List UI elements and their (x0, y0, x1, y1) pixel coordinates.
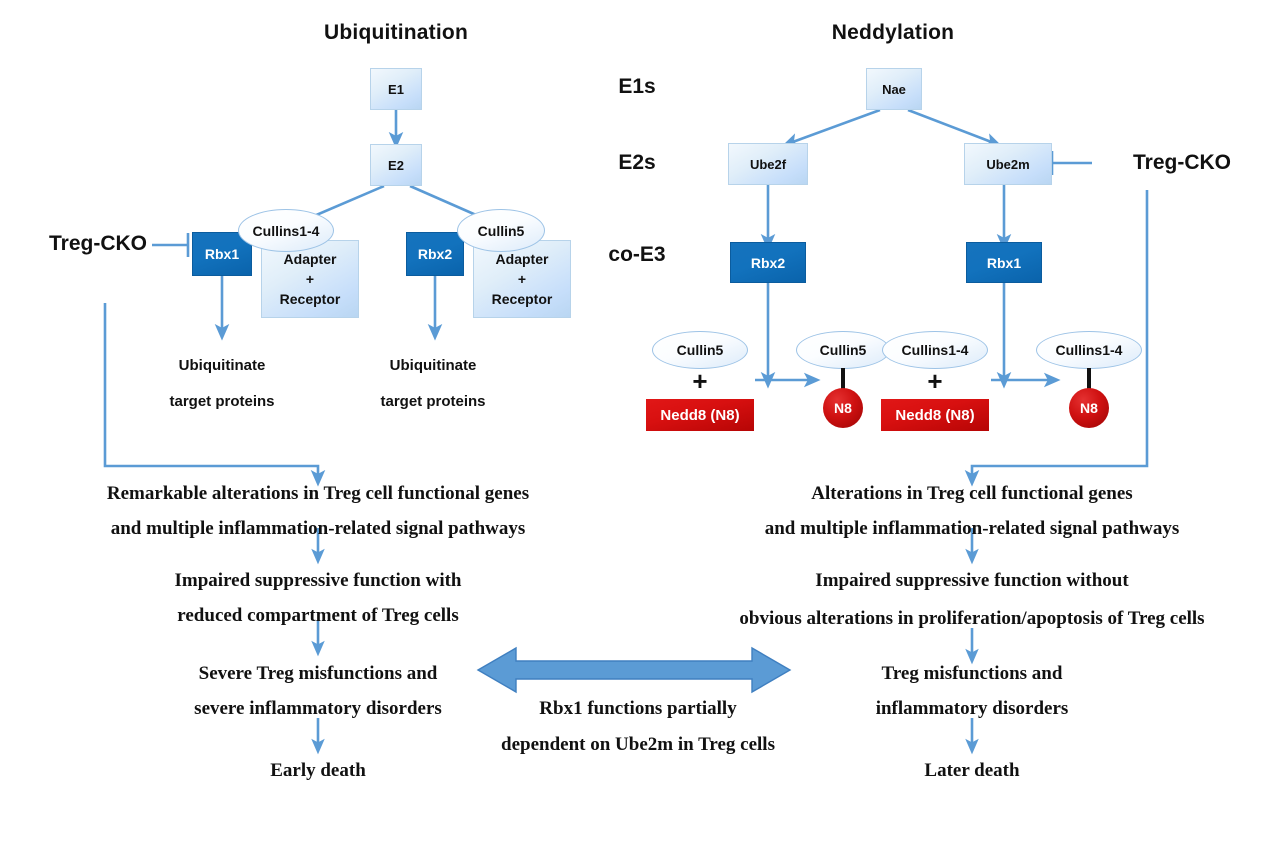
box-e2: E2 (370, 144, 422, 186)
inhibition-right (1050, 151, 1092, 175)
ellipse-cullins1-4-substrate: Cullins1-4 (882, 331, 988, 369)
adapter-label-left: Adapter (283, 250, 337, 267)
box-nedd8-left: Nedd8 (N8) (646, 399, 754, 431)
ellipse-cullins1-4-ubiquitination: Cullins1-4 (238, 209, 334, 252)
ubiquitinate-line2-right: target proteins (380, 393, 486, 410)
circle-n8-right: N8 (1069, 388, 1109, 428)
plus-sign-right: + (927, 366, 943, 396)
right-outcome-step3-line1: Treg misfunctions and (881, 663, 1063, 684)
right-outcome-step1-line1: Alterations in Treg cell functional gene… (811, 483, 1133, 504)
plus-sign-left: + (692, 366, 708, 396)
left-outcome-step3-line1: Severe Treg misfunctions and (198, 663, 438, 684)
bridge-caption-line1: Rbx1 functions partially (539, 698, 737, 719)
stage-label-co-e3: co-E3 (608, 243, 666, 266)
box-adapter-receptor-right: Adapter + Receptor (473, 240, 571, 318)
ellipse-cullin5-ubiquitination: Cullin5 (457, 209, 545, 252)
adapter-plus-right: + (517, 270, 527, 287)
ellipse-cullin5-substrate: Cullin5 (652, 331, 748, 369)
left-outcome-step3-line2: severe inflammatory disorders (194, 698, 442, 719)
page-title-ubiquitination: Ubiquitination (324, 21, 468, 44)
bond-stem-right (1087, 368, 1091, 394)
stage-label-e1s: E1s (618, 75, 656, 98)
arrow-nae-to-ube2m (907, 108, 1003, 147)
elbow-left-to-outcomes (103, 303, 326, 487)
inhibition-left (152, 233, 190, 257)
left-outcome-step1-line2: and multiple inflammation-related signal… (110, 518, 526, 539)
bridge-caption-line2: dependent on Ube2m in Treg cells (501, 734, 775, 755)
bond-stem-left (841, 368, 845, 394)
left-outcome-step2-line2: reduced compartment of Treg cells (177, 605, 459, 626)
right-outcome-step4: Later death (924, 760, 1020, 781)
box-e1: E1 (370, 68, 422, 110)
receptor-label-left: Receptor (279, 291, 341, 308)
right-outcome-step2-line2: obvious alterations in proliferation/apo… (739, 608, 1205, 629)
circle-n8-left: N8 (823, 388, 863, 428)
box-rbx2-neddylation: Rbx2 (730, 242, 806, 283)
adapter-label-right: Adapter (495, 250, 549, 267)
ubiquitinate-line2-left: target proteins (169, 393, 275, 410)
ellipse-cullin5-product: Cullin5 (796, 331, 890, 369)
ubiquitinate-line1-right: Ubiquitinate (389, 357, 477, 374)
right-outcome-step1-line2: and multiple inflammation-related signal… (764, 518, 1180, 539)
arrow-nae-to-ube2f (781, 108, 881, 148)
receptor-label-right: Receptor (491, 291, 553, 308)
box-nae: Nae (866, 68, 922, 110)
page-title-neddylation: Neddylation (831, 21, 955, 44)
stage-label-e2s: E2s (618, 151, 656, 174)
left-outcome-step1-line1: Remarkable alterations in Treg cell func… (106, 483, 530, 504)
left-outcome-step2-line1: Impaired suppressive function with (174, 570, 462, 591)
box-ube2f: Ube2f (728, 143, 808, 185)
box-rbx2-ubiquitination: Rbx2 (406, 232, 464, 276)
right-outcome-step3-line2: inflammatory disorders (875, 698, 1069, 719)
ubiquitinate-line1-left: Ubiquitinate (178, 357, 266, 374)
box-ube2m: Ube2m (964, 143, 1052, 185)
adapter-plus-left: + (305, 270, 315, 287)
treg-cko-label-left: Treg-CKO (48, 232, 148, 255)
bidirectional-bridge-arrow (476, 646, 792, 694)
box-adapter-receptor-left: Adapter + Receptor (261, 240, 359, 318)
ellipse-cullins1-4-product: Cullins1-4 (1036, 331, 1142, 369)
treg-cko-label-right: Treg-CKO (1132, 151, 1232, 174)
left-outcome-step4: Early death (270, 760, 366, 781)
box-rbx1-neddylation: Rbx1 (966, 242, 1042, 283)
box-nedd8-right: Nedd8 (N8) (881, 399, 989, 431)
right-outcome-step2-line1: Impaired suppressive function without (815, 570, 1129, 591)
